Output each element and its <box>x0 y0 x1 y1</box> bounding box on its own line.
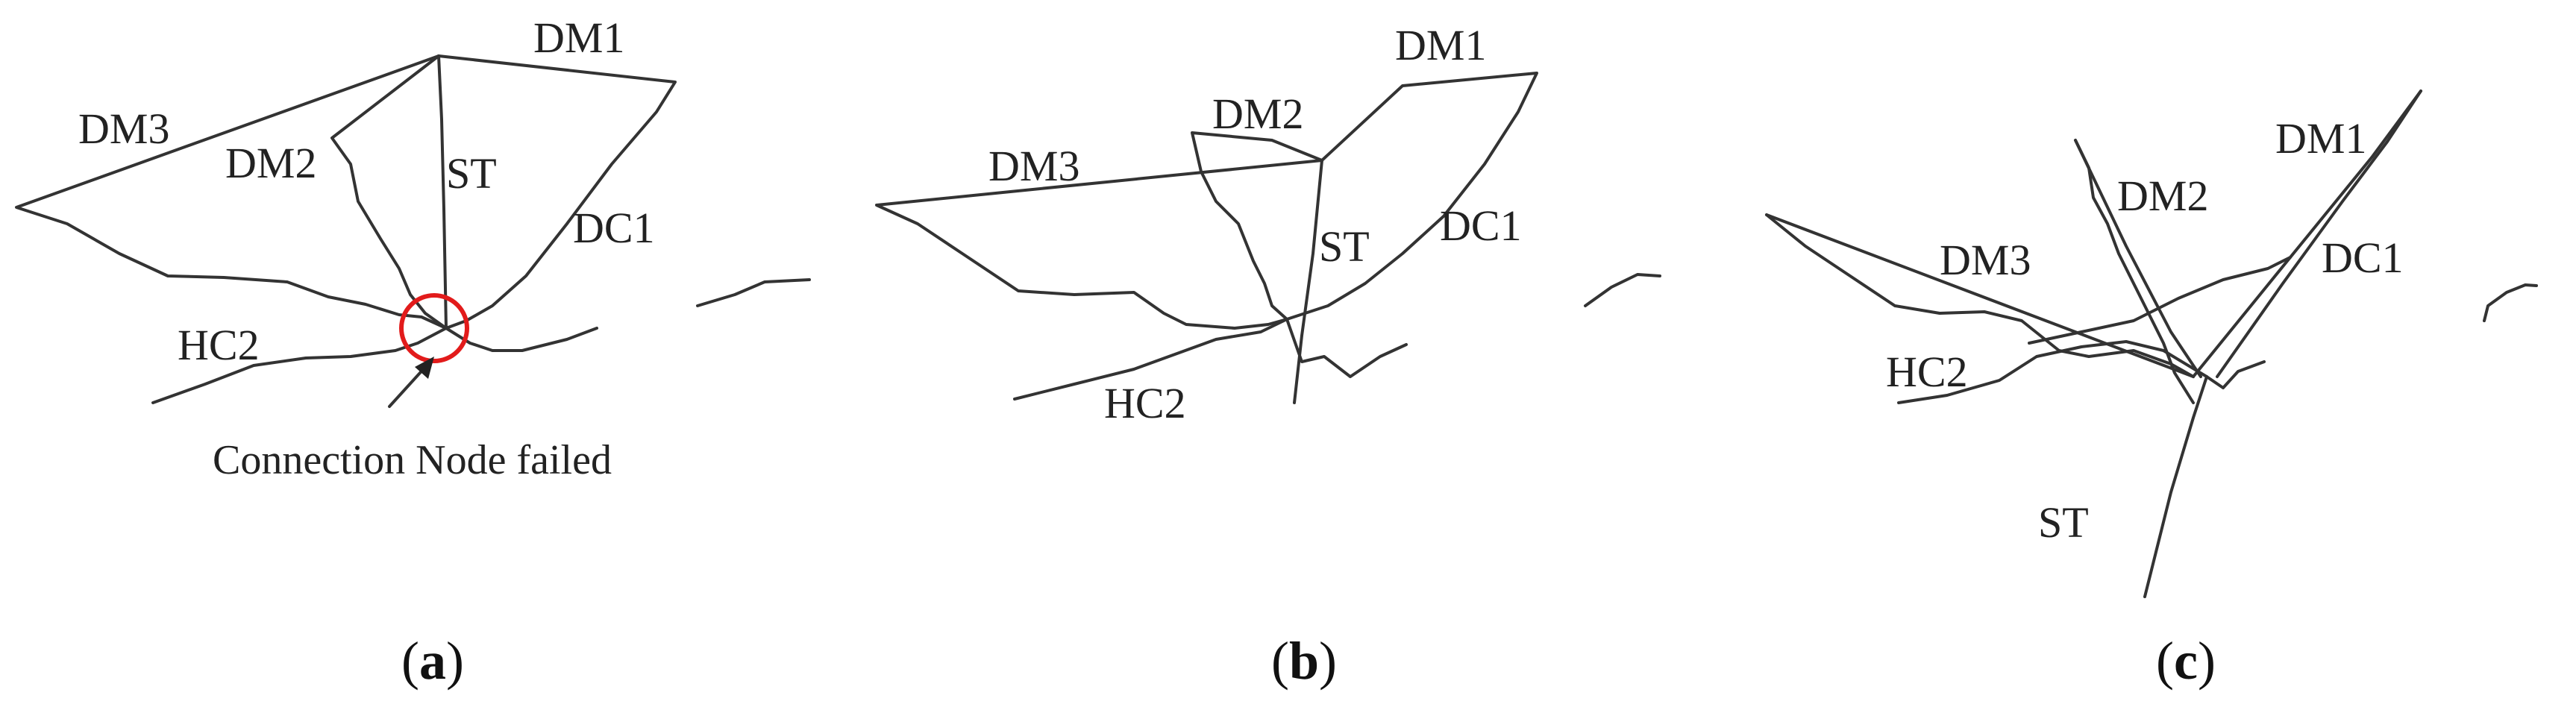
label-st: ST <box>1319 222 1370 271</box>
dm3-line <box>15 54 448 330</box>
hc2-right-line <box>2205 360 2266 389</box>
label-dm3: DM3 <box>78 104 169 153</box>
dm1-line <box>1285 72 1538 321</box>
failed-node-arrow <box>388 364 428 408</box>
hc2-line <box>151 327 448 404</box>
dm3-line <box>1765 213 2195 378</box>
label-st: ST <box>2038 498 2089 547</box>
caption-b: (b) <box>1271 631 1337 691</box>
label-dm3: DM3 <box>988 142 1079 190</box>
label-hc2: HC2 <box>1104 379 1186 427</box>
label-dm1: DM1 <box>1395 21 1486 69</box>
caption-c: (c) <box>2156 631 2216 691</box>
dc1-line <box>2028 256 2292 345</box>
label-st: ST <box>446 149 497 198</box>
failed-node-circle <box>399 293 469 363</box>
hc2-line <box>1897 340 2208 404</box>
st-line <box>1293 159 1323 404</box>
label-dc1: DC1 <box>1440 201 1522 250</box>
caption-a: (a) <box>401 631 464 691</box>
detached-segment <box>1584 273 1661 307</box>
detached-segment <box>2483 283 2538 322</box>
arrow-head-icon <box>415 357 434 379</box>
panel-b: DM1 DM2 DM3 ST DC1 HC2 (b) <box>875 21 1661 691</box>
label-dm3: DM3 <box>1940 236 2031 284</box>
label-dc1: DC1 <box>2322 233 2404 282</box>
dm3-line <box>875 159 1323 330</box>
dm2-line <box>330 54 448 330</box>
dm1-second-line <box>2216 90 2422 378</box>
dm2-line <box>1191 131 1323 321</box>
label-dm2: DM2 <box>225 139 316 187</box>
hc2-right-line <box>1285 318 1408 378</box>
label-dm1: DM1 <box>2275 114 2366 163</box>
dm3-contour-line <box>1765 213 2195 378</box>
hc2-line <box>1013 318 1288 401</box>
label-dm1: DM1 <box>533 13 624 62</box>
panel-a: DM1 DM3 DM2 ST DC1 HC2 Connection Node f… <box>15 13 811 691</box>
st-line <box>2143 375 2208 598</box>
dm1-line <box>437 54 677 330</box>
dm2-inner-line <box>2074 139 2202 378</box>
st-line <box>437 54 448 330</box>
dm1-line <box>2192 90 2422 378</box>
label-dm2: DM2 <box>2117 172 2208 220</box>
failure-annotation: Connection Node failed <box>213 437 612 483</box>
label-dc1: DC1 <box>573 204 655 252</box>
label-hc2: HC2 <box>178 321 260 369</box>
label-dm2: DM2 <box>1212 90 1303 138</box>
panel-c: DM1 DM2 DM3 DC1 HC2 ST (c) <box>1765 90 2538 691</box>
dm2-line <box>2074 139 2195 404</box>
label-hc2: HC2 <box>1886 348 1968 396</box>
detached-segment <box>696 278 811 307</box>
